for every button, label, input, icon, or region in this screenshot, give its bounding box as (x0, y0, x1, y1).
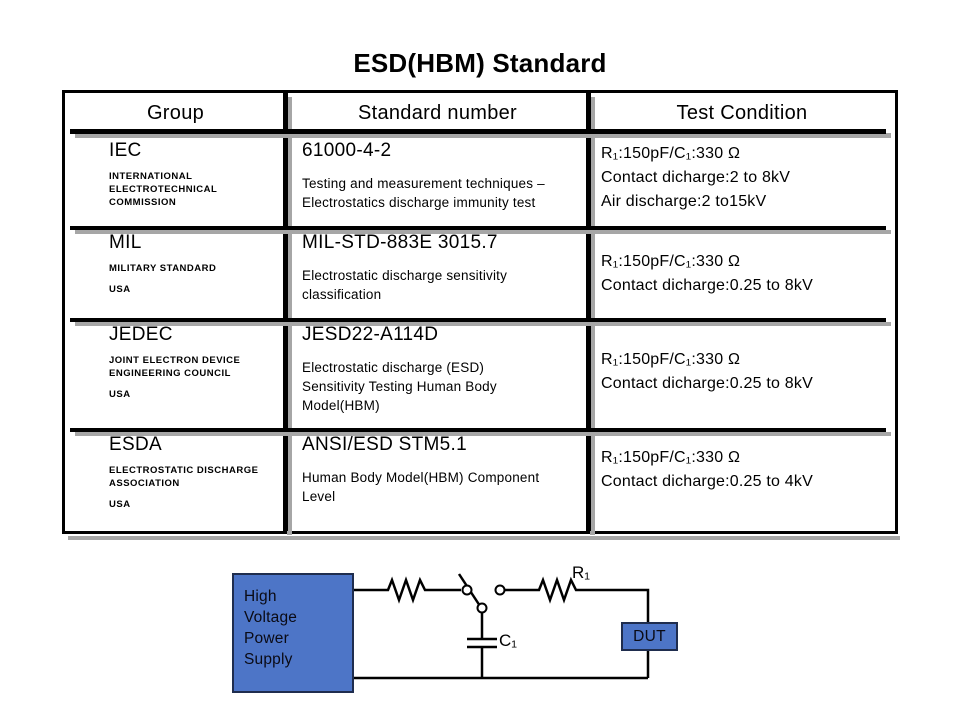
table-row-mil-group-cell: MIL MILITARY STANDARD USA (65, 225, 286, 317)
table-row-jedec-condition-cell: R₁:150pF/C₁:330 Ω Contact dicharge:0.25 … (589, 317, 895, 427)
group-acronym: IEC (109, 140, 142, 161)
group-full-name: JOINT ELECTRON DEVICE ENGINEERING COUNCI… (109, 355, 241, 379)
column-divider (283, 93, 288, 531)
switch-contact-left (461, 584, 473, 596)
test-condition-line: Contact dicharge:2 to 8kV (601, 169, 791, 186)
table-row-jedec-group-cell: JEDEC JOINT ELECTRON DEVICE ENGINEERING … (65, 317, 286, 427)
group-country: USA (109, 284, 131, 295)
group-full-name: INTERNATIONAL ELECTROTECHNICAL COMMISSIO… (109, 171, 218, 208)
standard-number: MIL-STD-883E 3015.7 (302, 232, 498, 253)
test-condition-line: R₁:150pF/C₁:330 Ω (601, 449, 741, 466)
column-divider (586, 93, 591, 531)
test-condition-line: Contact dicharge:0.25 to 4kV (601, 473, 813, 490)
table-row-mil-standard-cell: MIL-STD-883E 3015.7 Electrostatic discha… (286, 225, 589, 317)
table-row-jedec-standard-cell: JESD22-A114D Electrostatic discharge (ES… (286, 317, 589, 427)
table-row-esda-standard-cell: ANSI/ESD STM5.1 Human Body Model(HBM) Co… (286, 427, 589, 531)
standard-description: Electrostatic discharge (ESD) Sensitivit… (302, 360, 497, 413)
switch-contact-right (494, 584, 506, 596)
standard-description: Human Body Model(HBM) Component Level (302, 470, 540, 504)
table-row-esda-condition-cell: R₁:150pF/C₁:330 Ω Contact dicharge:0.25 … (589, 427, 895, 531)
row-divider (70, 226, 886, 230)
column-header-test-condition: Test Condition (676, 101, 808, 124)
switch-pivot (476, 602, 488, 614)
group-country: USA (109, 389, 131, 400)
high-voltage-power-supply-box: High Voltage Power Supply (232, 573, 354, 693)
charging-resistor-wire (353, 576, 461, 604)
table-row-mil-condition-cell: R₁:150pF/C₁:330 Ω Contact dicharge:0.25 … (589, 225, 895, 317)
row-divider (70, 318, 886, 322)
standard-description: Electrostatic discharge sensitivity clas… (302, 268, 508, 302)
page-title: ESD(HBM) Standard (353, 48, 607, 78)
test-condition-line: R₁:150pF/C₁:330 Ω (601, 253, 741, 270)
test-condition-line: Air discharge:2 to15kV (601, 193, 767, 210)
group-full-name: ELECTROSTATIC DISCHARGE ASSOCIATION (109, 465, 259, 489)
standard-number: 61000-4-2 (302, 140, 392, 161)
r1-resistor-label: R₁ (572, 563, 591, 582)
table-row-esda-group-cell: ESDA ELECTROSTATIC DISCHARGE ASSOCIATION… (65, 427, 286, 531)
group-full-name: MILITARY STANDARD (109, 263, 217, 274)
test-condition-line: R₁:150pF/C₁:330 Ω (601, 145, 741, 162)
group-acronym: MIL (109, 232, 142, 253)
column-header-standard-number: Standard number (357, 101, 518, 124)
header-divider (70, 129, 886, 134)
test-condition-line: R₁:150pF/C₁:330 Ω (601, 351, 741, 368)
group-acronym: ESDA (109, 434, 162, 455)
table-row-iec-group-cell: IEC INTERNATIONAL ELECTROTECHNICAL COMMI… (65, 133, 286, 225)
standard-description: Testing and measurement techniques – Ele… (302, 176, 545, 210)
c1-capacitor-label: C₁ (499, 631, 518, 650)
group-acronym: JEDEC (109, 324, 173, 345)
test-condition-line: Contact dicharge:0.25 to 8kV (601, 277, 813, 294)
standard-number: JESD22-A114D (302, 324, 439, 345)
table-row-iec-standard-cell: 61000-4-2 Testing and measurement techni… (286, 133, 589, 225)
standard-number: ANSI/ESD STM5.1 (302, 434, 467, 455)
standards-table: Group Standard number Test Condition IEC… (62, 90, 900, 540)
table-row-iec-condition-cell: R₁:150pF/C₁:330 Ω Contact dicharge:2 to … (589, 133, 895, 225)
test-condition-line: Contact dicharge:0.25 to 8kV (601, 375, 813, 392)
hbm-circuit-schematic (353, 573, 650, 680)
column-header-group: Group (146, 101, 205, 124)
dut-box: DUT (621, 622, 678, 651)
row-divider (70, 428, 886, 432)
r1-resistor-wire (505, 576, 650, 678)
group-country: USA (109, 499, 131, 510)
